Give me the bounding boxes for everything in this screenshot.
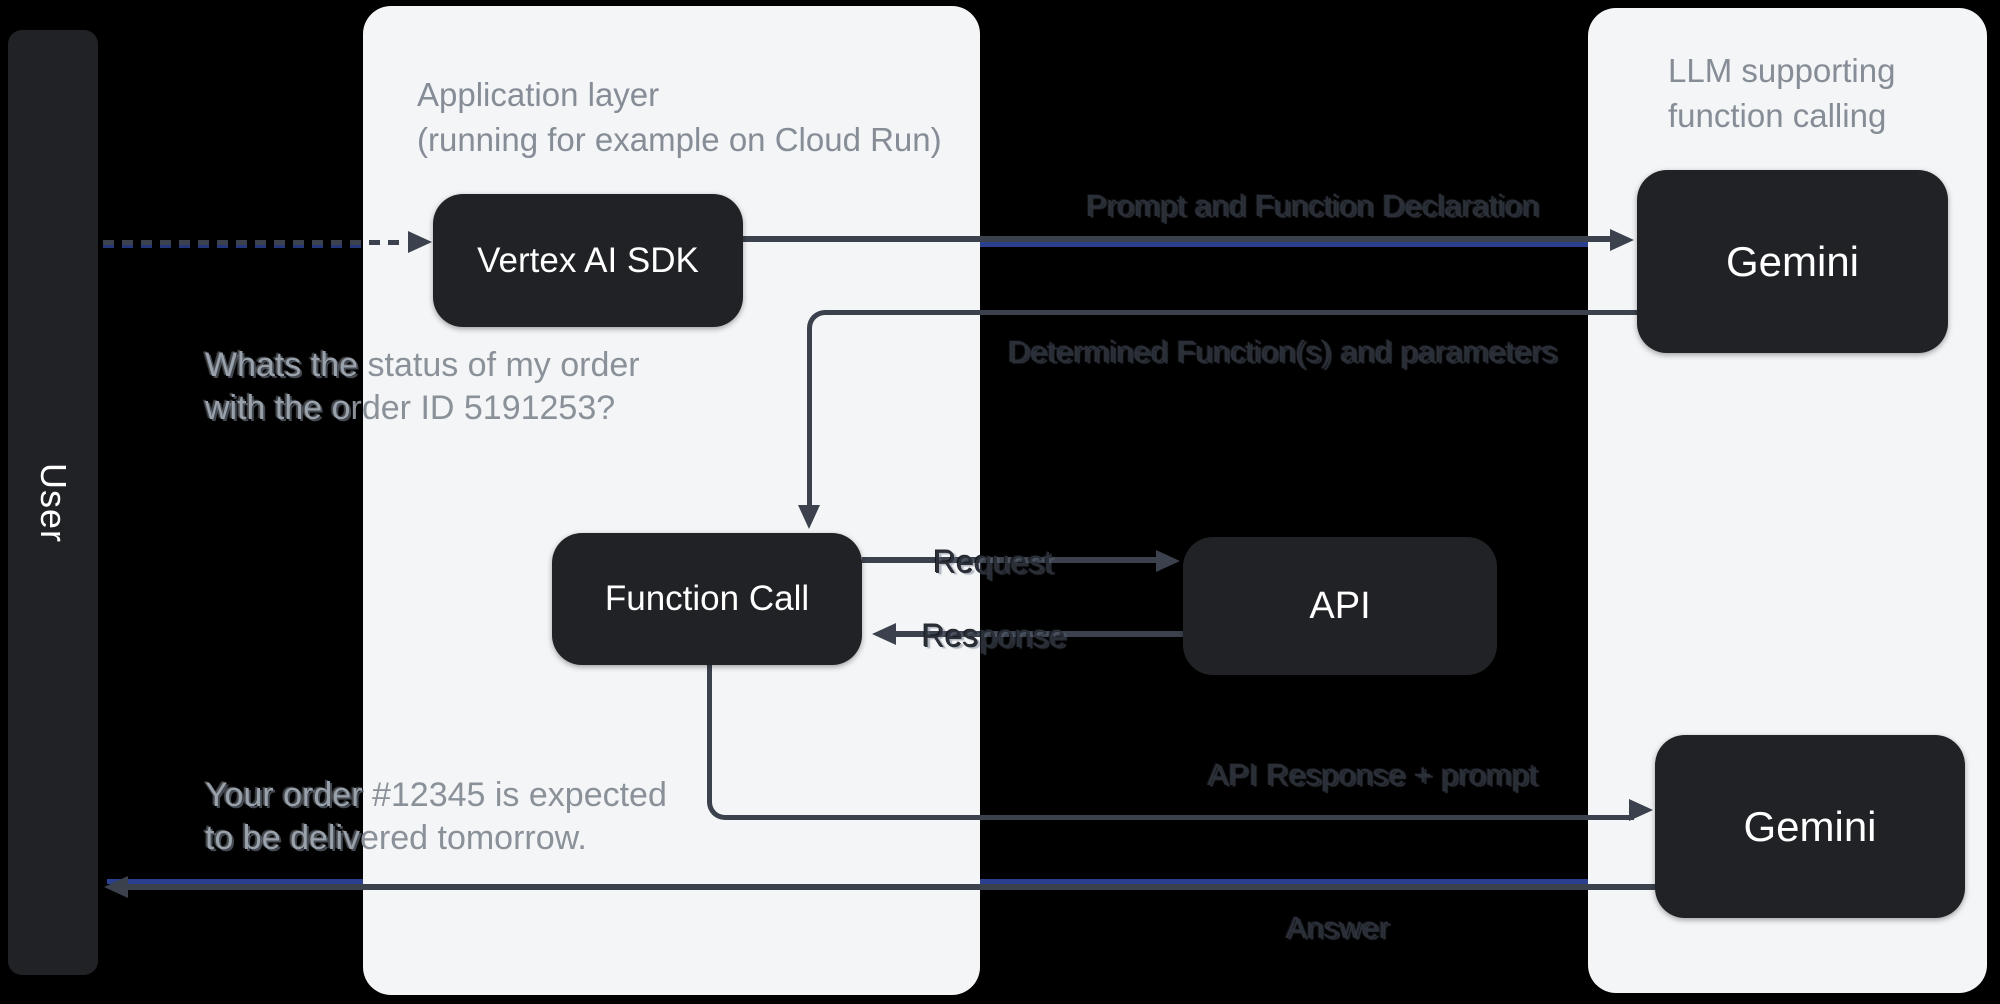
user-question-text: Whats the status of my order with the or… — [205, 344, 640, 430]
user-question-line1: Whats the status of my order — [205, 346, 640, 384]
user-to-vertex-dashed-line — [103, 240, 405, 245]
user-lane-label: User — [33, 462, 74, 543]
response-edge-label: Response — [921, 618, 1067, 654]
user-lane: User — [8, 30, 98, 975]
prompt-edge-accent-line — [743, 242, 1632, 247]
response-edge-arrowhead-icon — [872, 623, 896, 645]
node-api-label: API — [1309, 584, 1371, 627]
response-edge-line — [890, 631, 1183, 637]
node-api: API — [1183, 537, 1497, 675]
assistant-answer-line1: Your order #12345 is expected — [205, 776, 667, 814]
answer-edge-arrowhead-icon — [104, 876, 128, 898]
node-gemini-bottom-label: Gemini — [1743, 802, 1877, 850]
node-function-call-label: Function Call — [604, 579, 810, 618]
api-response-edge-elbow — [707, 665, 1634, 820]
prompt-edge-label: Prompt and Function Declaration — [1085, 188, 1539, 223]
prompt-edge-arrowhead-icon — [1610, 229, 1634, 251]
llm-panel-title-line1: LLM supporting — [1668, 52, 1896, 89]
application-layer-title-line2: (running for example on Cloud Run) — [417, 121, 942, 158]
prompt-edge-line — [743, 236, 1612, 242]
determined-edge-arrowhead-icon — [798, 505, 820, 529]
request-edge-arrowhead-icon — [1156, 550, 1180, 572]
user-to-vertex-arrowhead-icon — [408, 231, 432, 253]
node-gemini-bottom: Gemini — [1655, 735, 1965, 918]
api-response-edge-label: API Response + prompt — [1207, 757, 1537, 792]
determined-edge-label: Determined Function(s) and parameters — [1007, 334, 1557, 369]
request-edge-line — [862, 557, 1160, 563]
answer-edge-line — [122, 884, 1655, 890]
application-layer-panel — [363, 6, 980, 995]
node-vertex-ai-sdk: Vertex AI SDK — [433, 194, 743, 327]
assistant-answer-text: Your order #12345 is expected to be deli… — [205, 774, 667, 860]
api-response-edge-arrowhead-icon — [1629, 799, 1653, 821]
user-question-line2: with the order ID 5191253? — [205, 389, 616, 427]
answer-edge-label: Answer — [1285, 910, 1389, 945]
node-gemini-top: Gemini — [1637, 170, 1948, 353]
node-vertex-ai-sdk-label: Vertex AI SDK — [477, 240, 699, 280]
user-dashed-accent-line — [103, 243, 365, 248]
llm-panel-title: LLM supporting function calling — [1668, 48, 1895, 138]
assistant-answer-line2: to be delivered tomorrow. — [205, 819, 587, 857]
determined-edge-elbow — [807, 310, 1642, 512]
application-layer-title: Application layer (running for example o… — [417, 72, 942, 162]
node-gemini-top-label: Gemini — [1725, 237, 1860, 285]
node-function-call: Function Call — [552, 533, 862, 665]
request-edge-label: Request — [933, 544, 1053, 580]
llm-panel-title-line2: function calling — [1668, 97, 1887, 134]
application-layer-title-line1: Application layer — [417, 76, 660, 113]
